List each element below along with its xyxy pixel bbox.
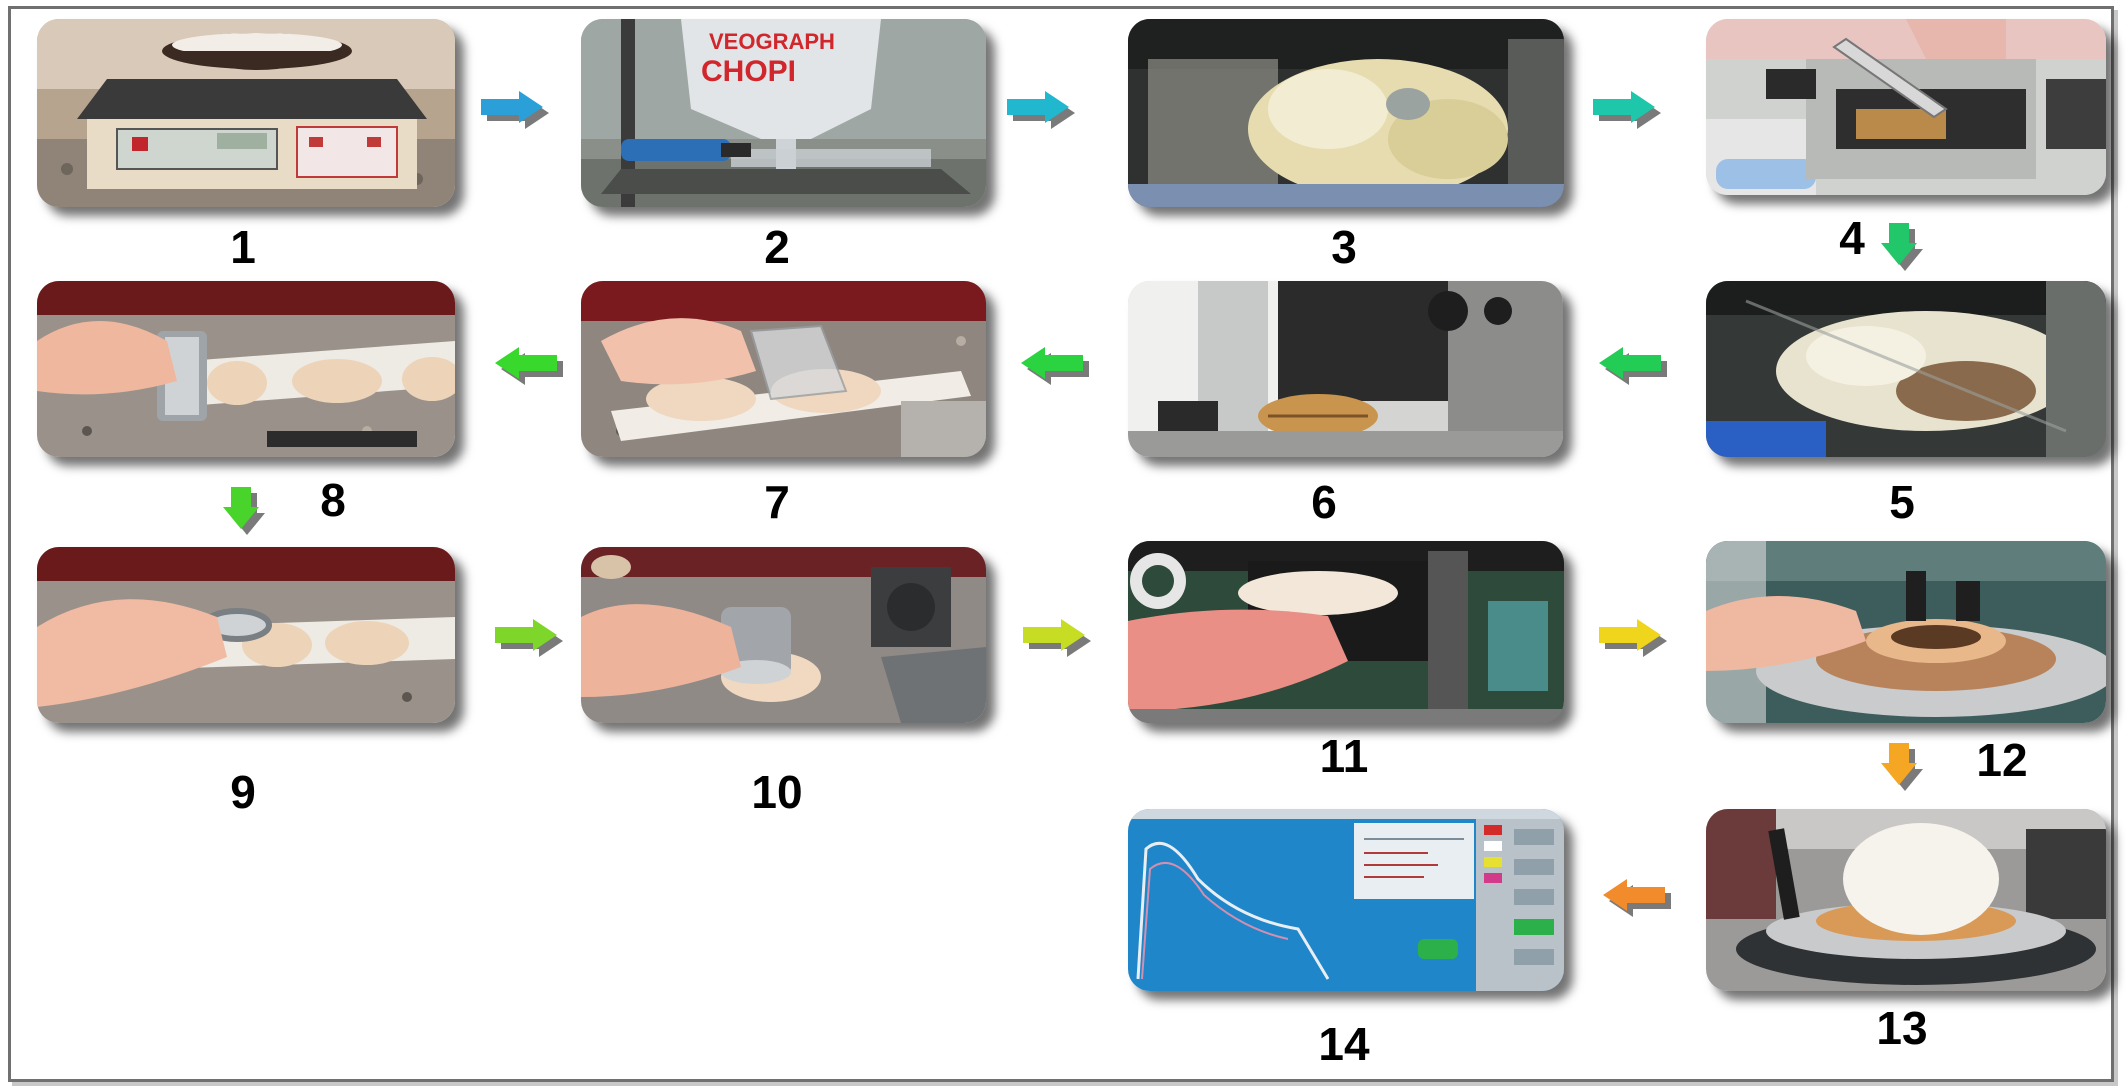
step-3-number: 3 [1331, 221, 1357, 273]
arrow-7-to-8 [495, 347, 571, 391]
arrow-5-to-6 [1599, 347, 1675, 391]
step-2-number: 2 [764, 221, 790, 273]
step-9-number: 9 [230, 766, 256, 818]
arrow-9-to-10 [495, 619, 571, 663]
step-8-photo [37, 281, 455, 457]
arrow-3-to-4 [1593, 91, 1669, 135]
step-12-photo [1706, 541, 2106, 723]
step-13-photo [1706, 809, 2106, 991]
step-6-number: 6 [1311, 476, 1337, 528]
arrow-2-to-3 [1007, 91, 1083, 135]
step-10-photo [581, 547, 986, 723]
step-5-number: 5 [1889, 476, 1915, 528]
step-7-number: 7 [764, 476, 790, 528]
step-5-photo [1706, 281, 2106, 457]
arrow-13-to-14 [1603, 879, 1679, 923]
step-11-photo [1128, 541, 1564, 723]
step-6-photo [1128, 281, 1563, 457]
arrow-8-to-9 [223, 487, 271, 543]
arrow-4-to-5 [1881, 223, 1929, 279]
step-2-bottle-text-1: VEOGRAPH [709, 29, 835, 54]
step-14-photo [1128, 809, 1564, 991]
step-8-number: 8 [320, 474, 346, 526]
step-2-photo: VEOGRAPH CHOPI [581, 19, 986, 207]
step-14-number: 14 [1318, 1018, 1370, 1070]
diagram-frame: 1 VEOGRAPH CHOPI 2 [8, 6, 2114, 1082]
arrow-6-to-7 [1021, 347, 1097, 391]
arrow-10-to-11 [1023, 619, 1099, 663]
step-3-photo [1128, 19, 1564, 207]
step-2-bottle-text-2: CHOPI [701, 55, 796, 88]
step-13-number: 13 [1876, 1002, 1928, 1054]
step-9-photo [37, 547, 455, 723]
step-4-photo [1706, 19, 2106, 195]
step-1-number: 1 [230, 221, 256, 273]
step-7-photo [581, 281, 986, 457]
step-4-number: 4 [1839, 212, 1865, 264]
arrow-11-to-12 [1599, 619, 1675, 663]
step-12-number: 12 [1976, 734, 2028, 786]
step-1-photo [37, 19, 455, 207]
step-10-number: 10 [751, 766, 803, 818]
arrow-1-to-2 [481, 91, 557, 135]
step-11-number: 11 [1319, 730, 1369, 782]
arrow-12-to-13 [1881, 743, 1929, 799]
